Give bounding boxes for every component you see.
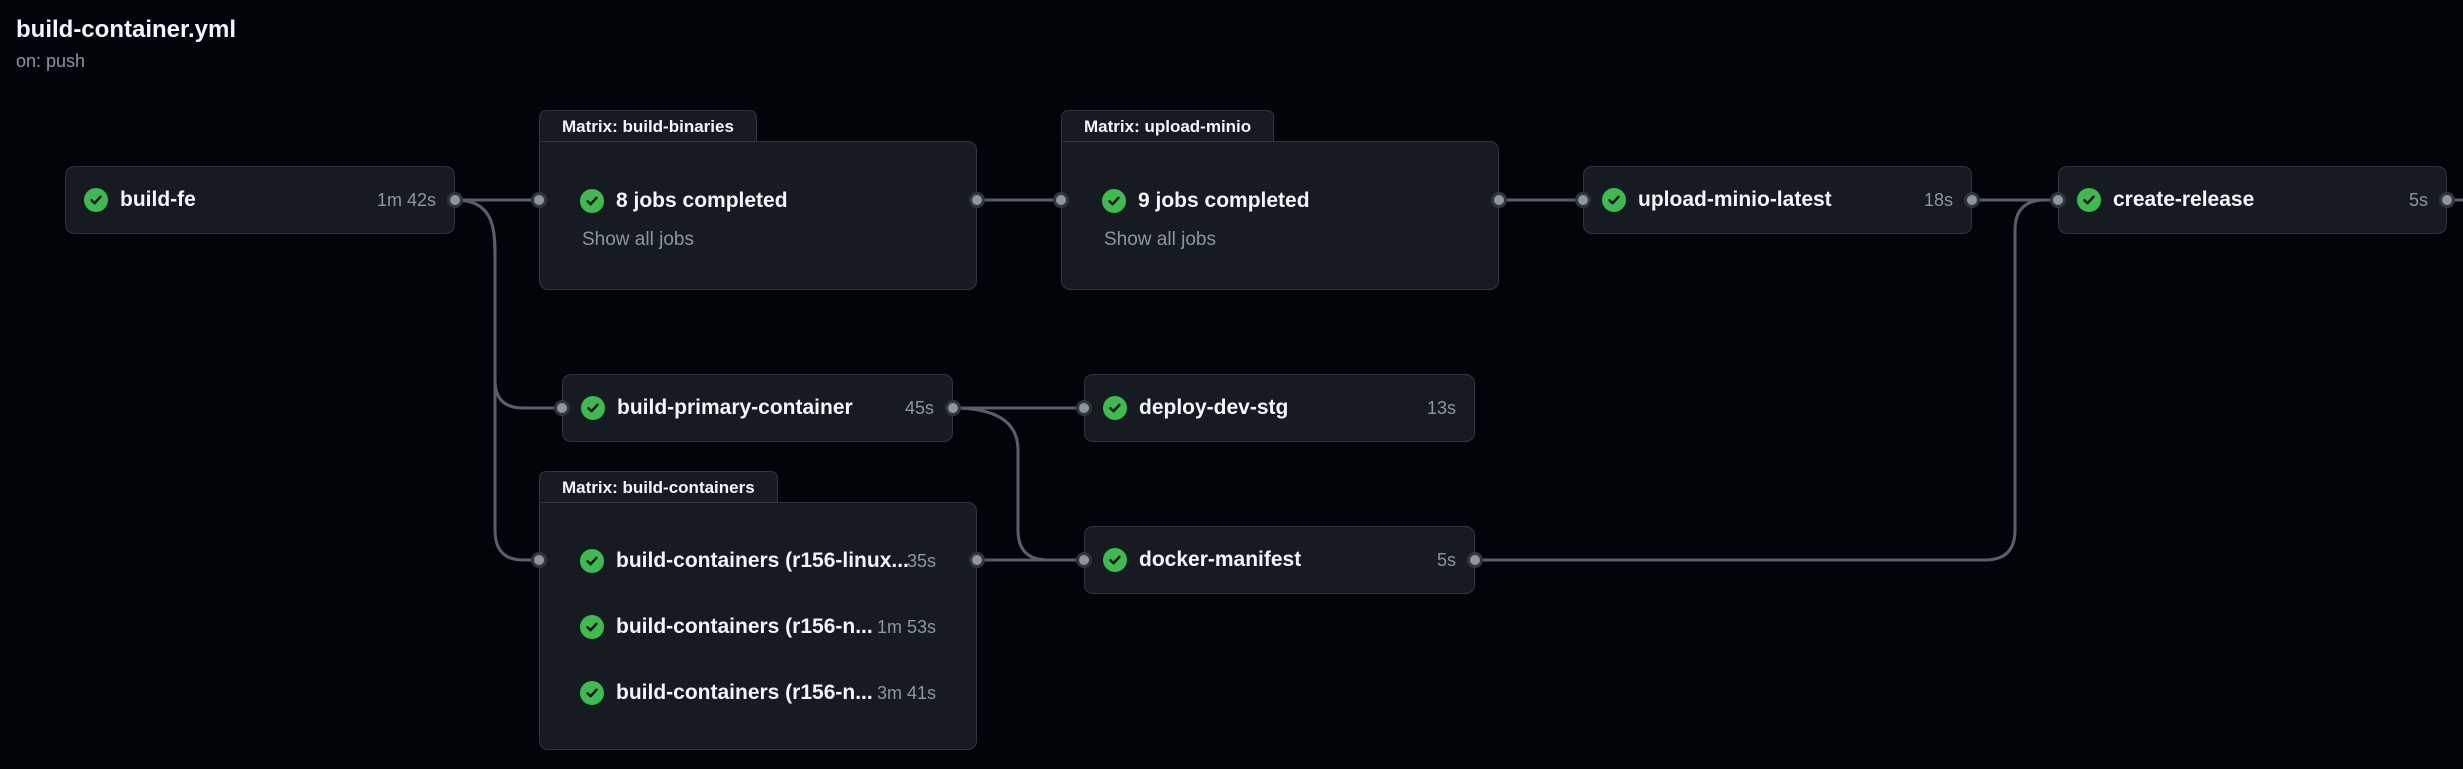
matrix-upload-minio-tab: Matrix: upload-minio <box>1061 110 1275 142</box>
show-all-jobs-link[interactable]: Show all jobs <box>1104 229 1216 250</box>
connector-port <box>969 552 985 568</box>
check-circle-icon <box>1103 396 1127 420</box>
check-circle-icon <box>1103 548 1127 572</box>
matrix-job-row[interactable]: build-containers (r156-n... 3m 41s <box>540 673 976 713</box>
matrix-build-containers-tab: Matrix: build-containers <box>539 471 778 503</box>
connector-port <box>2439 192 2455 208</box>
matrix-summary: 9 jobs completed <box>1138 189 1310 212</box>
connector-port <box>1467 552 1483 568</box>
job-duration: 5s <box>1436 549 1456 570</box>
wire <box>952 406 1084 562</box>
connector-port <box>554 400 570 416</box>
connector-port <box>969 192 985 208</box>
check-circle-icon <box>1602 188 1626 212</box>
job-duration: 5s <box>2408 189 2428 210</box>
job-name: build-containers (r156-linux... <box>616 549 909 572</box>
connector-port <box>1964 192 1980 208</box>
job-duration: 13s <box>1426 397 1456 418</box>
check-circle-icon <box>580 549 604 573</box>
job-duration: 1m 42s <box>376 189 436 210</box>
connector-port <box>447 192 463 208</box>
matrix-job-row[interactable]: build-containers (r156-linux... 35s <box>540 541 976 581</box>
workflow-trigger: on: push <box>16 51 86 71</box>
connector-port <box>1076 552 1092 568</box>
job-duration: 3m 41s <box>876 683 936 703</box>
show-all-jobs-link[interactable]: Show all jobs <box>582 229 694 250</box>
connector-port <box>1575 192 1591 208</box>
matrix-build-binaries-tab: Matrix: build-binaries <box>539 110 757 142</box>
connector-port <box>2050 192 2066 208</box>
matrix-summary-row[interactable]: 8 jobs completed <box>540 181 976 221</box>
job-deploy-dev-stg[interactable]: deploy-dev-stg 13s <box>1084 374 1475 442</box>
job-docker-manifest[interactable]: docker-manifest 5s <box>1084 526 1475 594</box>
job-name: upload-minio-latest <box>1638 188 1832 211</box>
check-circle-icon <box>2077 188 2101 212</box>
connector-port <box>1491 192 1507 208</box>
check-circle-icon <box>581 396 605 420</box>
job-build-primary-container[interactable]: build-primary-container 45s <box>562 374 953 442</box>
check-circle-icon <box>580 615 604 639</box>
job-duration: 18s <box>1923 189 1953 210</box>
job-duration: 1m 53s <box>876 617 936 637</box>
connector-port <box>531 192 547 208</box>
matrix-build-binaries: 8 jobs completed Show all jobs <box>539 141 977 290</box>
job-duration: 45s <box>904 397 934 418</box>
job-name: build-primary-container <box>617 396 853 419</box>
matrix-summary: 8 jobs completed <box>616 189 788 212</box>
wire <box>1475 198 2058 562</box>
job-duration: 35s <box>906 551 936 571</box>
connector-port <box>1053 192 1069 208</box>
wire <box>454 198 538 562</box>
job-name: docker-manifest <box>1139 548 1302 571</box>
connector-port <box>1076 400 1092 416</box>
connector-port <box>531 552 547 568</box>
matrix-summary-row[interactable]: 9 jobs completed <box>1062 181 1498 221</box>
workflow-file-name: build-container.yml <box>16 16 237 43</box>
matrix-job-row[interactable]: build-containers (r156-n... 1m 53s <box>540 607 976 647</box>
job-name: build-containers (r156-n... <box>616 615 873 638</box>
check-circle-icon <box>1102 189 1126 213</box>
job-upload-minio-latest[interactable]: upload-minio-latest 18s <box>1583 166 1972 234</box>
job-create-release[interactable]: create-release 5s <box>2058 166 2447 234</box>
matrix-upload-minio: 9 jobs completed Show all jobs <box>1061 141 1499 290</box>
check-circle-icon <box>84 188 108 212</box>
job-name: deploy-dev-stg <box>1139 396 1289 419</box>
matrix-build-containers: build-containers (r156-linux... 35s buil… <box>539 502 977 750</box>
job-name: build-fe <box>120 188 196 211</box>
check-circle-icon <box>580 189 604 213</box>
job-name: create-release <box>2113 188 2255 211</box>
job-name: build-containers (r156-n... <box>616 681 873 704</box>
connector-port <box>945 400 961 416</box>
check-circle-icon <box>580 681 604 705</box>
job-build-fe[interactable]: build-fe 1m 42s <box>65 166 455 234</box>
